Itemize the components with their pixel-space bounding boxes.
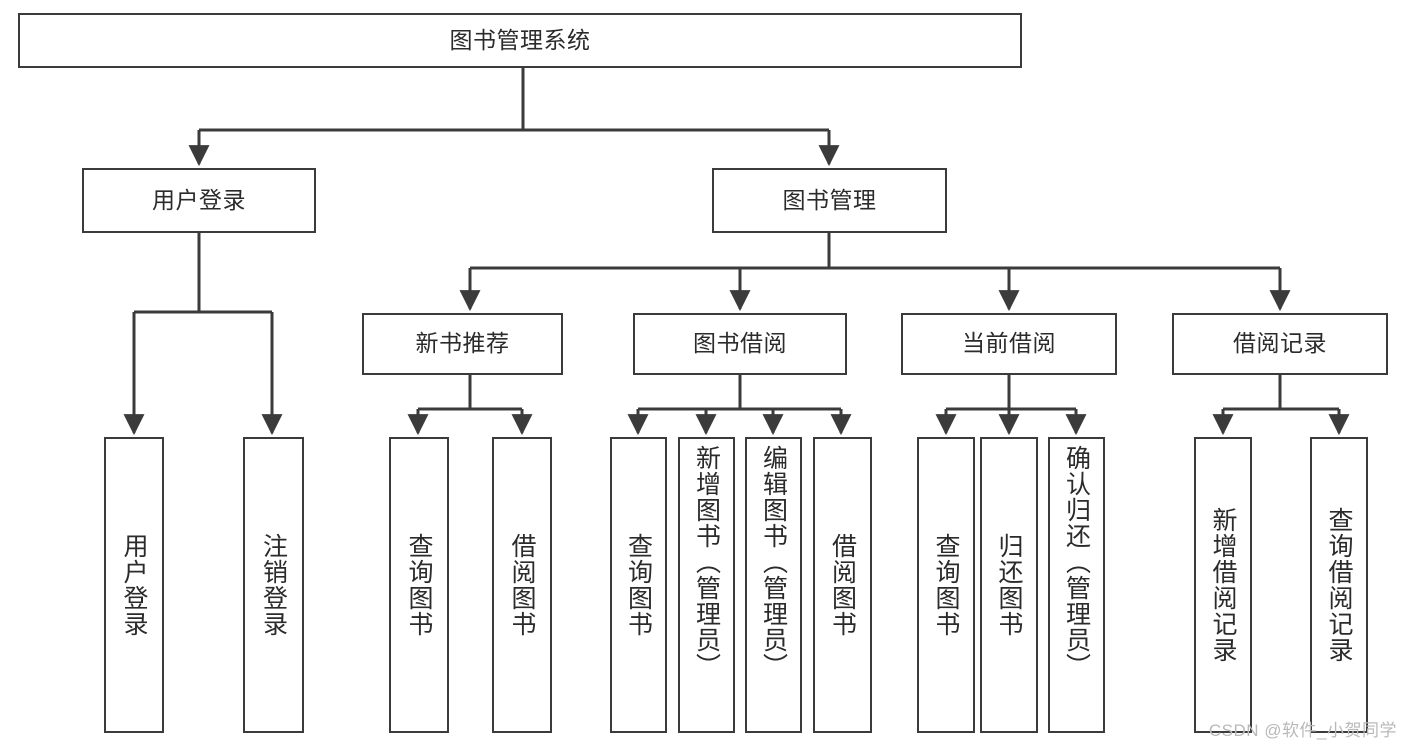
leaf-user-login-logout[interactable]: 注销登录	[243, 437, 304, 733]
leaf-current-borrow-confirm-return[interactable]: 确认归还（管理员）	[1048, 437, 1105, 733]
leaf-book-borrow-lend[interactable]: 借阅图书	[813, 437, 872, 733]
node-borrow-record[interactable]: 借阅记录	[1172, 313, 1388, 375]
node-book-borrow[interactable]: 图书借阅	[633, 313, 847, 375]
leaf-new-book-borrow[interactable]: 借阅图书	[492, 437, 552, 733]
node-label: 用户登录	[152, 186, 246, 213]
leaf-borrow-record-query[interactable]: 查询借阅记录	[1310, 437, 1368, 733]
node-current-borrow[interactable]: 当前借阅	[901, 313, 1117, 375]
node-book-management[interactable]: 图书管理	[712, 168, 947, 233]
leaf-book-borrow-edit[interactable]: 编辑图书（管理员）	[745, 437, 802, 733]
node-label: 借阅图书	[828, 533, 857, 637]
node-label: 当前借阅	[962, 330, 1056, 357]
node-user-login[interactable]: 用户登录	[82, 168, 316, 233]
leaf-book-borrow-query[interactable]: 查询图书	[610, 437, 667, 733]
node-label: 用户登录	[120, 533, 148, 637]
leaf-borrow-record-add[interactable]: 新增借阅记录	[1194, 437, 1252, 733]
node-label: 注销登录	[259, 533, 288, 637]
node-label: 新书推荐	[415, 330, 510, 357]
node-label: 图书管理系统	[449, 26, 591, 53]
leaf-current-borrow-return[interactable]: 归还图书	[980, 437, 1038, 733]
node-root-book-management-system[interactable]: 图书管理系统	[18, 13, 1022, 68]
node-label: 归还图书	[995, 533, 1023, 637]
node-label: 新增借阅记录	[1209, 507, 1237, 663]
node-label: 借阅图书	[508, 533, 536, 637]
node-label: 查询借阅记录	[1325, 507, 1353, 663]
leaf-current-borrow-query[interactable]: 查询图书	[917, 437, 975, 733]
node-label: 查询图书	[932, 533, 960, 637]
node-label: 编辑图书（管理员）	[759, 445, 788, 679]
node-label: 查询图书	[405, 533, 433, 637]
node-label: 查询图书	[624, 533, 653, 637]
node-label: 确认归还（管理员）	[1062, 445, 1091, 679]
leaf-book-borrow-add[interactable]: 新增图书（管理员）	[678, 437, 735, 733]
node-label: 图书借阅	[693, 330, 787, 357]
leaf-new-book-query[interactable]: 查询图书	[389, 437, 449, 733]
leaf-user-login-login[interactable]: 用户登录	[104, 437, 164, 733]
node-label: 新增图书（管理员）	[692, 445, 721, 679]
node-label: 借阅记录	[1233, 330, 1327, 357]
node-label: 图书管理	[782, 186, 877, 213]
node-new-book-recommend[interactable]: 新书推荐	[362, 313, 563, 375]
